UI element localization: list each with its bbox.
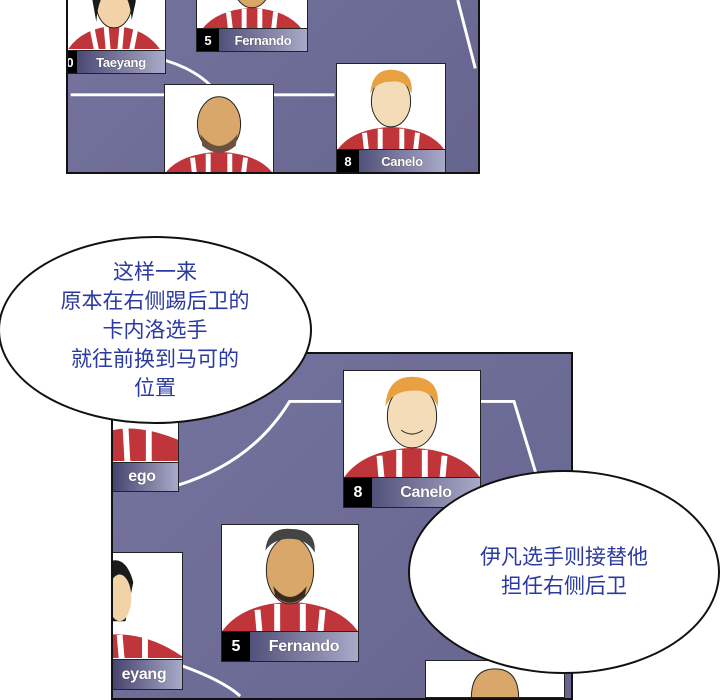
player-card-bald	[164, 84, 274, 172]
player-card-taeyang: eyang	[113, 552, 183, 690]
player-portrait	[68, 0, 161, 50]
bubble-line: 位置	[134, 375, 176, 400]
player-name: Taeyang	[96, 54, 146, 70]
player-number: 5	[222, 632, 250, 661]
player-card-fernando: 5 Fernando	[221, 524, 359, 662]
player-portrait	[166, 96, 272, 172]
player-portrait	[222, 528, 358, 632]
player-portrait	[113, 426, 178, 462]
player-name: ego	[128, 468, 156, 485]
player-portrait	[201, 0, 303, 30]
pitch-lines	[176, 399, 541, 698]
player-portrait	[337, 69, 445, 151]
player-card-canelo: 8 Canelo	[336, 63, 446, 172]
speech-bubble-left: 这样一来 原本在右侧踢后卫的 卡内洛选手 就往前换到马可的 位置	[0, 236, 312, 424]
player-card-canelo: 8 Canelo	[343, 370, 481, 508]
player-number: 8	[344, 478, 372, 507]
bubble-line: 原本在右侧踢后卫的	[60, 288, 250, 313]
player-name: Fernando	[268, 637, 340, 655]
bubble-line: 伊凡选手则接替他	[480, 545, 648, 569]
player-portrait	[470, 668, 520, 697]
player-name: Canelo	[400, 483, 452, 501]
player-card-fernando: 5 Fernando	[196, 0, 308, 52]
player-name: eyang	[121, 665, 167, 683]
bubble-line: 卡内洛选手	[102, 317, 208, 342]
player-number: 0	[68, 51, 77, 73]
player-name: Fernando	[234, 32, 292, 48]
speech-bubble-right: 伊凡选手则接替他 担任右侧后卫	[408, 470, 720, 674]
player-portrait	[113, 560, 182, 659]
formation-panel-top: 0 Taeyang 5 Fernando 8 Canelo	[66, 0, 480, 174]
bubble-line: 这样一来	[113, 259, 197, 284]
bubble-line: 就往前换到马可的	[71, 346, 239, 371]
player-portrait	[344, 376, 480, 478]
player-number: 8	[337, 150, 359, 172]
player-card-taeyang: 0 Taeyang	[68, 0, 166, 74]
player-name: Canelo	[381, 153, 423, 169]
bubble-line: 担任右侧后卫	[501, 574, 627, 598]
player-number: 5	[197, 29, 219, 51]
